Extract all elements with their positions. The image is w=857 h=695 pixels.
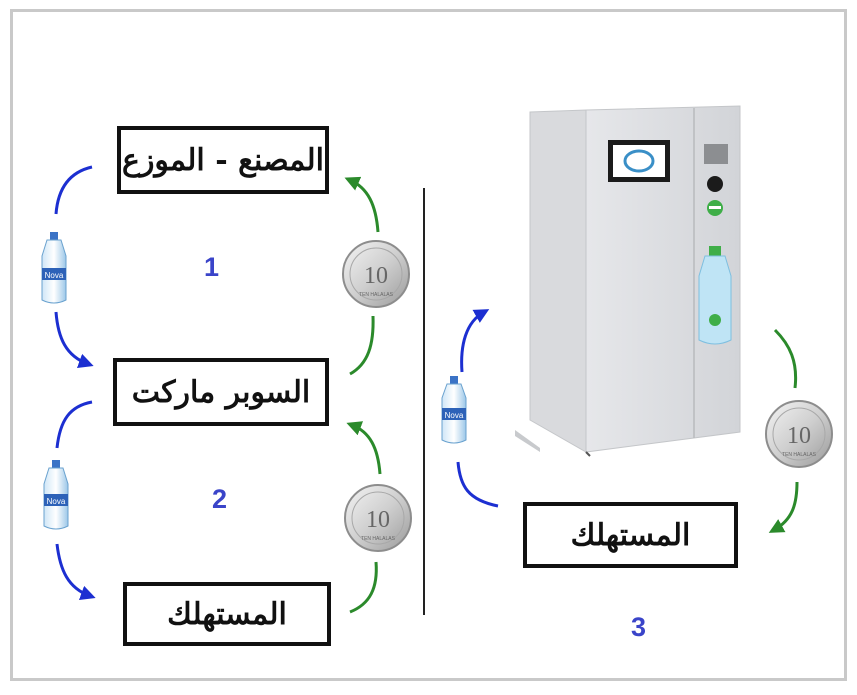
machine-bottle-icon (698, 246, 732, 345)
step-number-1: 1 (204, 252, 220, 282)
green-arrow-2 (346, 421, 382, 614)
step-number-2: 2 (212, 484, 228, 514)
bottle-brand: Nova (45, 271, 64, 280)
coin-text: TEN HALALAS (782, 452, 817, 458)
consumer-label-left: المستهلك (123, 582, 331, 646)
bottle-brand: Nova (445, 411, 464, 420)
factory-distributor-label: المصنع - الموزع (117, 126, 329, 194)
blue-arrow-1 (54, 165, 94, 368)
coin-1: 10 TEN HALALAS (342, 240, 410, 308)
reverse-vending-machine (515, 105, 741, 457)
coin-2: 10 TEN HALALAS (344, 484, 412, 552)
green-arrow-3 (768, 328, 799, 533)
consumer-label-right: المستهلك (523, 502, 738, 568)
bottle-brand: Nova (47, 497, 66, 506)
coin-3: 10 TEN HALALAS (765, 400, 833, 468)
coin-text: TEN HALALAS (359, 292, 394, 298)
green-arrow-1 (344, 176, 380, 376)
coin-value: 10 (364, 263, 388, 289)
supermarket-label: السوبر ماركت (113, 358, 329, 426)
coin-value: 10 (366, 507, 390, 533)
coin-text: TEN HALALAS (361, 536, 396, 542)
coin-value: 10 (787, 423, 811, 449)
blue-arrow-3 (456, 309, 499, 508)
water-bottle-2: Nova (43, 460, 69, 530)
water-bottle-1: Nova (41, 232, 67, 304)
step-number-3: 3 (631, 612, 647, 642)
water-bottle-3: Nova (441, 376, 467, 444)
blue-arrow-2 (55, 400, 96, 600)
